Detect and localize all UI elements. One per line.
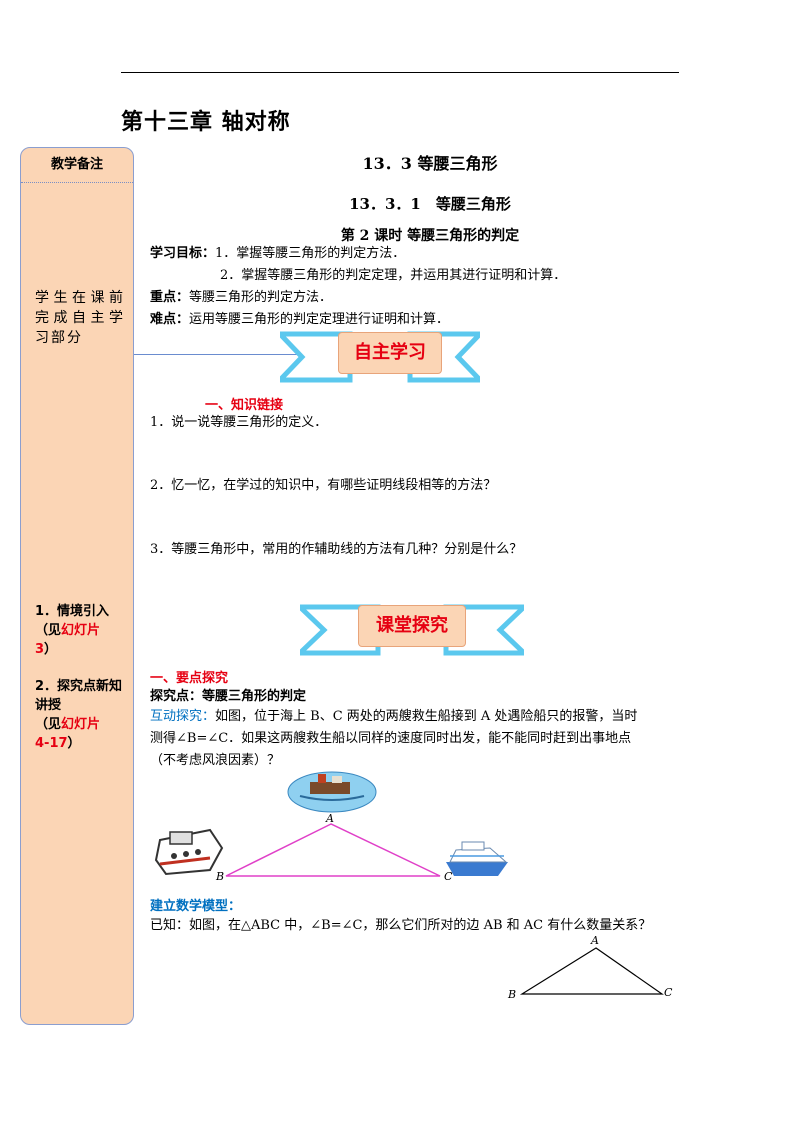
label-c: C [444, 870, 453, 883]
model-label: 建立数学模型： [150, 899, 242, 914]
triangle-abc [225, 823, 441, 877]
objectives-label: 学习目标： [150, 246, 216, 261]
distress-ship-icon [287, 771, 377, 813]
chapter-title: 第十三章 轴对称 [121, 110, 291, 135]
interactive-label: 互动探究： [150, 709, 216, 724]
triangle-figure: A B C [507, 934, 673, 1001]
key-point-label: 重点： [150, 290, 190, 305]
step-2: 2．探究点新知讲授 [35, 679, 123, 713]
objective-1: 1．掌握等腰三角形的判定方法． [215, 246, 406, 261]
question-1: 1．说一说等腰三角形的定义． [150, 415, 328, 430]
header-rule [121, 72, 679, 73]
question-2: 2．忆一忆，在学过的知识中，有哪些证明线段相等的方法？ [150, 478, 497, 493]
model-text: 已知：如图，在△ABC 中，∠B=∠C，那么它们所对的边 AB 和 AC 有什么… [150, 918, 652, 933]
knowledge-link-heading: 一、知识链接 [205, 398, 284, 413]
rescue-ship-c-icon [446, 841, 508, 876]
connector-line [134, 354, 306, 355]
difficulty-label: 难点： [150, 312, 190, 327]
lesson-title: 第 2 课时 等腰三角形的判定 [340, 228, 520, 244]
question-3: 3．等腰三角形中，常用的作辅助线的方法有几种？分别是什么？ [150, 542, 523, 557]
banner-self-study: 自主学习 [274, 326, 486, 386]
sidebar-header: 教学备注 [21, 148, 133, 183]
label-a: A [325, 812, 334, 825]
label-c-2: C [664, 986, 673, 999]
key-point-text: 等腰三角形的判定方法． [189, 290, 333, 305]
difficulty-text: 运用等腰三角形的判定定理进行证明和计算． [189, 312, 450, 327]
label-b-2: B [507, 988, 516, 1001]
interactive-paragraph: 互动探究：如图，位于海上 B、C 两处的两艘救生船接到 A 处遇险船只的报警，当… [150, 709, 638, 768]
explore-heading: 一、要点探究 [150, 671, 229, 686]
objective-2: 2．掌握等腰三角形的判定定理，并运用其进行证明和计算． [220, 268, 567, 283]
objectives: 学习目标：1．掌握等腰三角形的判定方法． 2．掌握等腰三角形的判定定理，并运用其… [150, 243, 690, 331]
sidebar-note: 学生在课前完成自主学习部分 [35, 290, 125, 346]
ship-figure: A B C [154, 771, 508, 883]
label-b: B [215, 870, 224, 883]
banner-class-explore-label: 课堂探究 [358, 605, 466, 647]
step-1: 1．情境引入 [35, 604, 110, 619]
label-a-2: A [590, 934, 599, 947]
banner-self-study-label: 自主学习 [338, 332, 442, 374]
subsection-title: 13．3．1 等腰三角形 [349, 195, 511, 213]
rescue-ship-b-icon [154, 828, 224, 876]
explore-point: 探究点：等腰三角形的判定 [150, 689, 307, 704]
triangle-abc-2 [519, 947, 664, 995]
banner-class-explore: 课堂探究 [293, 599, 531, 659]
section-title: 13．3 等腰三角形 [362, 154, 498, 173]
